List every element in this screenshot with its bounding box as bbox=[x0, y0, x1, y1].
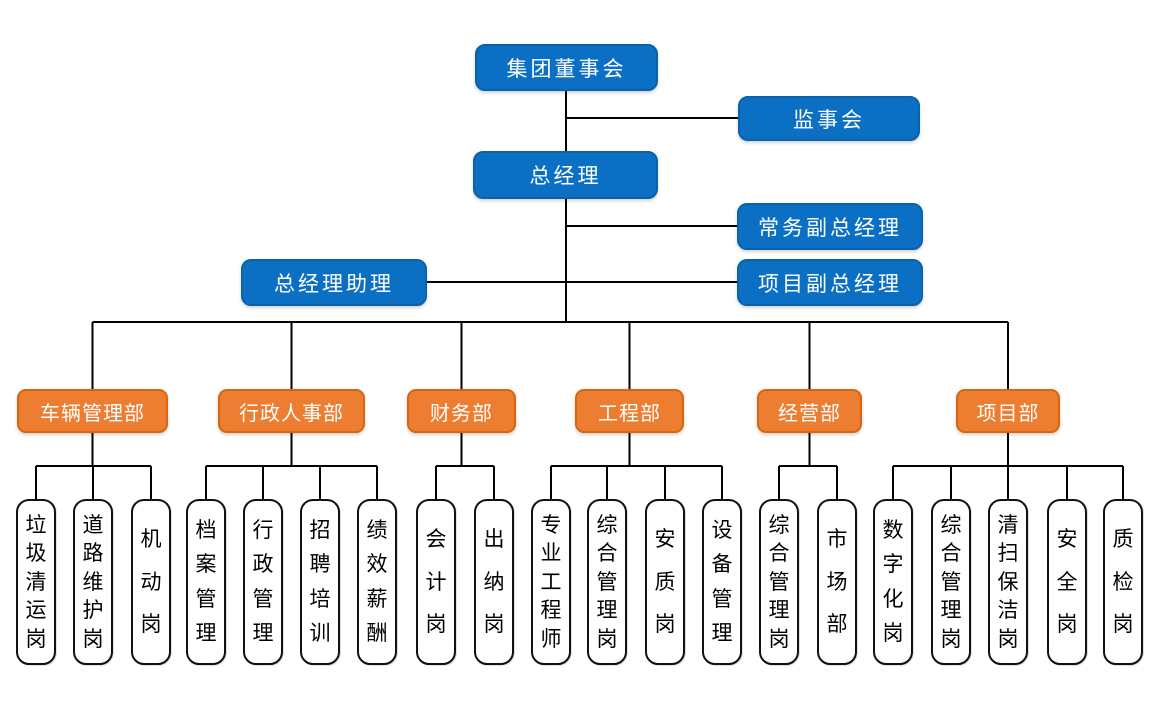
supervisory-board-node: 监事会 bbox=[738, 96, 920, 141]
department-node-operations: 经营部 bbox=[757, 389, 862, 433]
position-node: 清扫保洁岗 bbox=[988, 499, 1028, 665]
department-node-vehicle-management: 车辆管理部 bbox=[17, 389, 168, 433]
department-node-finance: 财务部 bbox=[407, 389, 516, 433]
general-manager-node: 总经理 bbox=[473, 151, 658, 199]
department-node-admin-hr: 行政人事部 bbox=[218, 389, 365, 433]
executive-deputy-gm-node: 常务副总经理 bbox=[737, 203, 923, 250]
position-node: 道路维护岗 bbox=[73, 499, 113, 665]
project-deputy-gm-node: 项目副总经理 bbox=[737, 259, 923, 306]
position-node: 综合管理岗 bbox=[931, 499, 971, 665]
department-node-project: 项目部 bbox=[956, 389, 1060, 433]
position-node: 市场部 bbox=[817, 499, 857, 665]
position-node: 招聘培训 bbox=[300, 499, 340, 665]
gm-assistant-node: 总经理助理 bbox=[241, 259, 427, 306]
position-node: 行政管理 bbox=[243, 499, 283, 665]
position-node: 综合管理岗 bbox=[759, 499, 799, 665]
position-node: 专业工程师 bbox=[531, 499, 571, 665]
position-node: 档案管理 bbox=[186, 499, 226, 665]
position-node: 综合管理岗 bbox=[587, 499, 627, 665]
position-node: 出纳岗 bbox=[474, 499, 514, 665]
position-node: 会计岗 bbox=[416, 499, 456, 665]
position-node: 机动岗 bbox=[131, 499, 171, 665]
position-node: 安全岗 bbox=[1047, 499, 1087, 665]
department-node-engineering: 工程部 bbox=[575, 389, 684, 433]
position-node: 设备管理 bbox=[702, 499, 742, 665]
position-node: 数字化岗 bbox=[873, 499, 913, 665]
position-node: 质检岗 bbox=[1103, 499, 1143, 665]
board-node: 集团董事会 bbox=[475, 44, 658, 91]
position-node: 垃圾清运岗 bbox=[16, 499, 56, 665]
position-node: 绩效薪酬 bbox=[357, 499, 397, 665]
position-node: 安质岗 bbox=[645, 499, 685, 665]
